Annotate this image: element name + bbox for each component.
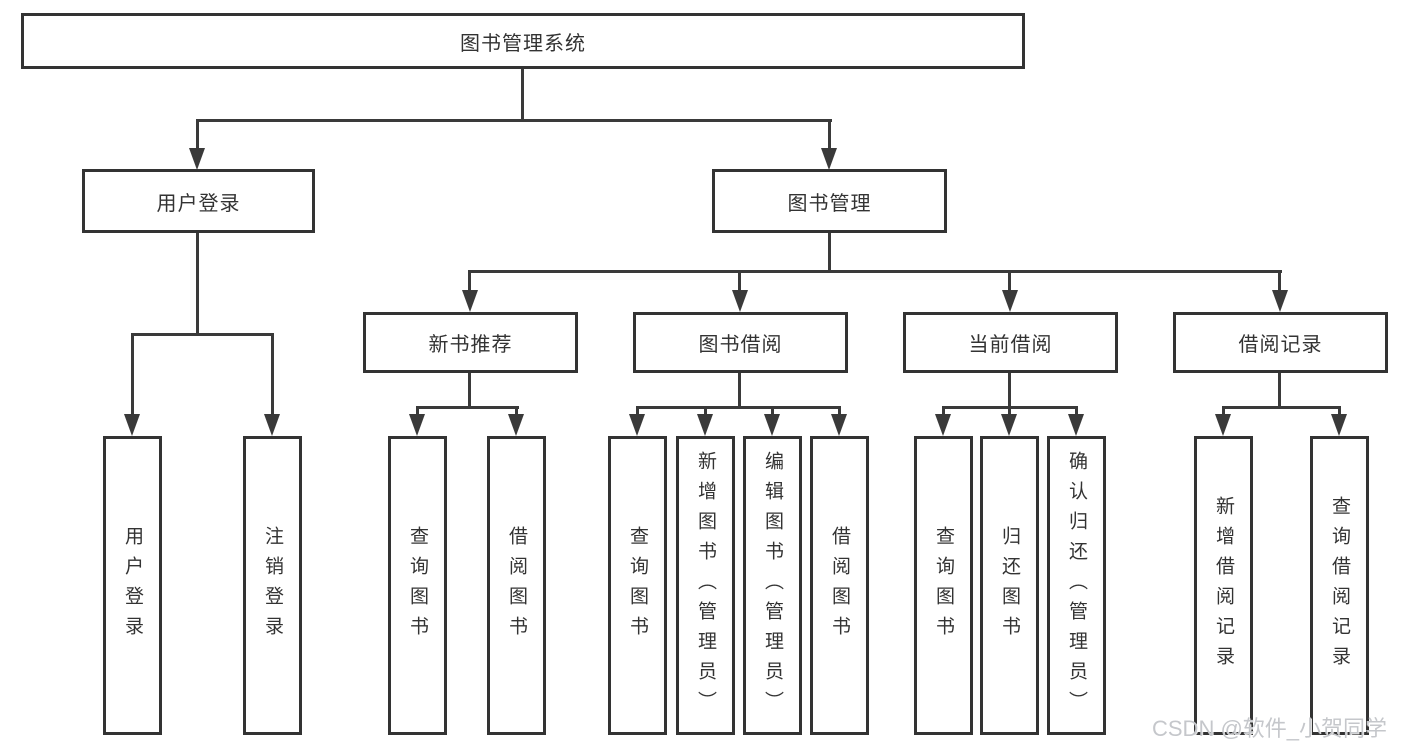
arrowhead-down-icon bbox=[831, 414, 847, 436]
node-new-book-recommend: 新书推荐 bbox=[363, 312, 578, 373]
connector-book-mgmt-stem bbox=[828, 233, 831, 272]
connector-drop bbox=[416, 406, 419, 416]
connector-drop bbox=[515, 406, 518, 416]
connector-drop bbox=[271, 333, 274, 414]
connector-drop bbox=[771, 406, 774, 416]
node-library-system: 图书管理系统 bbox=[21, 13, 1025, 69]
leaf-borrow-books-recommend: 借阅图书 bbox=[487, 436, 546, 735]
node-book-borrowing: 图书借阅 bbox=[633, 312, 848, 373]
node-label: 查询借阅记录 bbox=[1329, 495, 1350, 676]
node-label: 新增借阅记录 bbox=[1213, 495, 1234, 676]
arrowhead-down-icon bbox=[1002, 290, 1018, 312]
connector-stem bbox=[1278, 373, 1281, 408]
arrowhead-down-icon bbox=[764, 414, 780, 436]
connector-user-login-rail bbox=[131, 333, 274, 336]
node-label: 借阅图书 bbox=[506, 525, 527, 646]
leaf-edit-books-admin: 编辑图书（管理员） bbox=[743, 436, 802, 735]
node-label: 编辑图书（管理员） bbox=[762, 450, 783, 721]
node-label: 图书管理系统 bbox=[460, 32, 586, 55]
node-label: 注销登录 bbox=[262, 525, 283, 646]
arrowhead-down-icon bbox=[124, 414, 140, 436]
connector-drop bbox=[636, 406, 639, 416]
node-label: 当前借阅 bbox=[968, 334, 1053, 356]
leaf-confirm-return-admin: 确认归还（管理员） bbox=[1047, 436, 1106, 735]
arrowhead-down-icon bbox=[1215, 414, 1231, 436]
connector-rail bbox=[416, 406, 519, 409]
node-book-management: 图书管理 bbox=[712, 169, 947, 233]
connector-drop bbox=[1008, 406, 1011, 416]
connector-drop bbox=[838, 406, 841, 416]
node-label: 归还图书 bbox=[999, 525, 1020, 646]
csdn-watermark: CSDN @软件_小贺同学 bbox=[1152, 716, 1388, 741]
leaf-query-borrow-record: 查询借阅记录 bbox=[1310, 436, 1369, 735]
arrowhead-down-icon bbox=[1068, 414, 1084, 436]
node-label: 新书推荐 bbox=[428, 334, 513, 356]
arrowhead-down-icon bbox=[462, 290, 478, 312]
node-label: 确认归还（管理员） bbox=[1066, 450, 1087, 721]
leaf-add-borrow-record: 新增借阅记录 bbox=[1194, 436, 1253, 735]
connector-drop bbox=[738, 270, 741, 292]
node-borrowing-records: 借阅记录 bbox=[1173, 312, 1388, 373]
connector-drop bbox=[828, 119, 831, 150]
arrowhead-down-icon bbox=[1001, 414, 1017, 436]
arrowhead-down-icon bbox=[189, 148, 205, 170]
connector-rail bbox=[1222, 406, 1341, 409]
connector-drop bbox=[131, 333, 134, 414]
connector-drop bbox=[1222, 406, 1225, 416]
connector-level2-rail bbox=[196, 119, 832, 122]
connector-stem bbox=[738, 373, 741, 408]
connector-rail bbox=[636, 406, 841, 409]
node-user-login: 用户登录 bbox=[82, 169, 315, 233]
connector-drop bbox=[1075, 406, 1078, 416]
connector-user-login-stem bbox=[196, 233, 199, 335]
leaf-logout-login: 注销登录 bbox=[243, 436, 302, 735]
connector-root-stem bbox=[521, 69, 524, 121]
connector-drop bbox=[468, 270, 471, 292]
arrowhead-down-icon bbox=[409, 414, 425, 436]
arrowhead-down-icon bbox=[821, 148, 837, 170]
arrowhead-down-icon bbox=[264, 414, 280, 436]
arrowhead-down-icon bbox=[1272, 290, 1288, 312]
node-current-borrowing: 当前借阅 bbox=[903, 312, 1118, 373]
connector-drop bbox=[196, 119, 199, 150]
connector-drop bbox=[942, 406, 945, 416]
connector-stem bbox=[1008, 373, 1011, 408]
arrowhead-down-icon bbox=[935, 414, 951, 436]
node-label: 新增图书（管理员） bbox=[695, 450, 716, 721]
connector-drop bbox=[704, 406, 707, 416]
node-label: 借阅记录 bbox=[1238, 334, 1323, 356]
node-label: 借阅图书 bbox=[829, 525, 850, 646]
leaf-query-books-recommend: 查询图书 bbox=[388, 436, 447, 735]
node-label: 图书借阅 bbox=[698, 334, 783, 356]
arrowhead-down-icon bbox=[697, 414, 713, 436]
node-label: 查询图书 bbox=[407, 525, 428, 646]
node-label: 用户登录 bbox=[122, 525, 143, 646]
connector-level3-rail bbox=[468, 270, 1282, 273]
arrowhead-down-icon bbox=[629, 414, 645, 436]
leaf-query-books-borrowing: 查询图书 bbox=[608, 436, 667, 735]
node-label: 用户登录 bbox=[156, 192, 241, 215]
connector-drop bbox=[1008, 270, 1011, 292]
node-label: 查询图书 bbox=[627, 525, 648, 646]
leaf-borrow-books-borrowing: 借阅图书 bbox=[810, 436, 869, 735]
leaf-add-books-admin: 新增图书（管理员） bbox=[676, 436, 735, 735]
leaf-return-books: 归还图书 bbox=[980, 436, 1039, 735]
connector-drop bbox=[1338, 406, 1341, 416]
leaf-user-login: 用户登录 bbox=[103, 436, 162, 735]
arrowhead-down-icon bbox=[732, 290, 748, 312]
arrowhead-down-icon bbox=[508, 414, 524, 436]
connector-drop bbox=[1278, 270, 1281, 292]
arrowhead-down-icon bbox=[1331, 414, 1347, 436]
connector-stem bbox=[468, 373, 471, 408]
node-label: 查询图书 bbox=[933, 525, 954, 646]
node-label: 图书管理 bbox=[787, 192, 872, 215]
leaf-query-books-current: 查询图书 bbox=[914, 436, 973, 735]
